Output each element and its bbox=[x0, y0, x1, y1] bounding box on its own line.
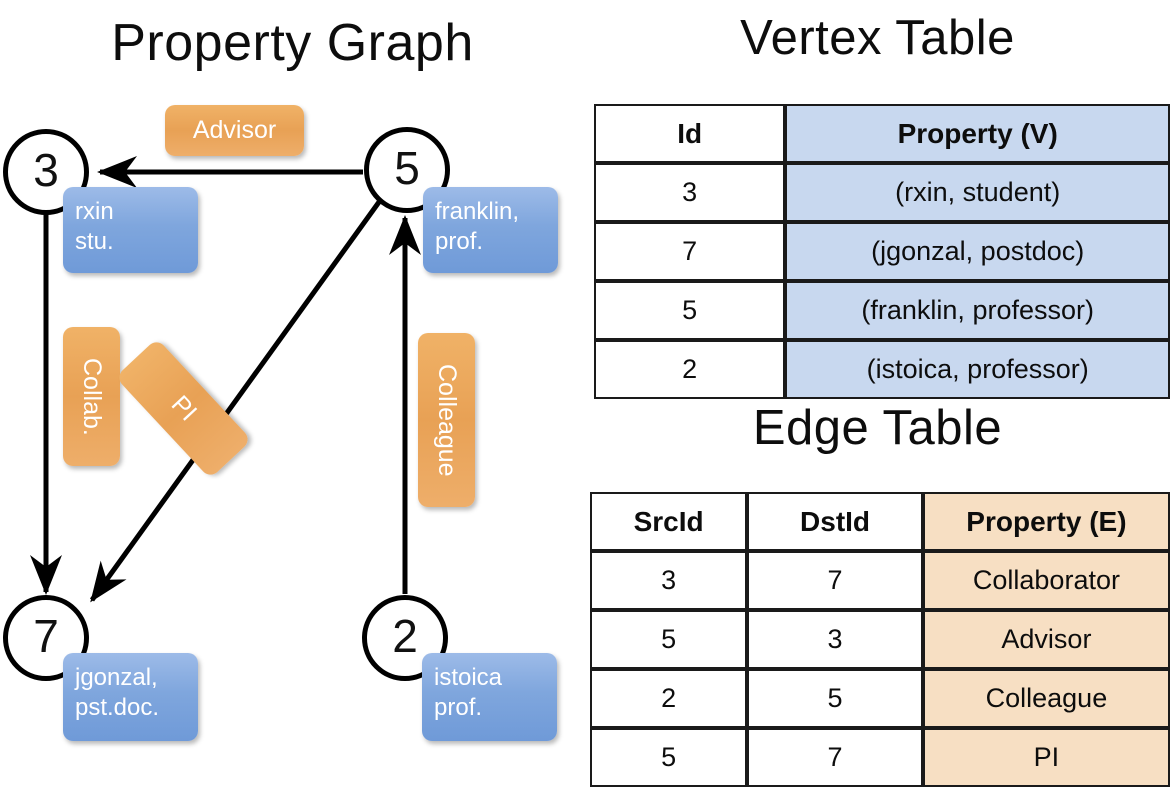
edge-label-collab: Collab. bbox=[63, 327, 120, 466]
edge-table-cell-srcid: 5 bbox=[590, 728, 748, 787]
edge-table-cell-srcid: 3 bbox=[590, 551, 748, 610]
edge-table-cell-property: PI bbox=[922, 728, 1170, 787]
vertex-property-box-2-line2: prof. bbox=[434, 694, 483, 721]
table-row[interactable]: 3 7 Collaborator bbox=[590, 551, 1170, 610]
edge-table-cell-property: Advisor bbox=[922, 610, 1170, 669]
table-row[interactable]: 3 (rxin, student) bbox=[594, 163, 1170, 222]
vertex-property-box-2: istoica prof. bbox=[422, 653, 557, 741]
vertex-property-box-5-line2: prof. bbox=[435, 228, 484, 255]
vertex-table-cell-property: (rxin, student) bbox=[785, 163, 1170, 222]
vertex-property-box-5-line1: franklin, bbox=[435, 198, 520, 225]
edge-table-header-dstid: DstId bbox=[747, 492, 923, 551]
vertex-table-cell-id: 3 bbox=[594, 163, 786, 222]
edge-table-cell-srcid: 5 bbox=[590, 610, 748, 669]
edge-label-pi-text: PI bbox=[165, 389, 203, 427]
vertex-table-cell-id: 7 bbox=[594, 222, 786, 281]
edge-label-colleague-text: Colleague bbox=[433, 363, 461, 477]
table-row[interactable]: 2 (istoica, professor) bbox=[594, 340, 1170, 399]
vertex-table-cell-property: (istoica, professor) bbox=[785, 340, 1170, 399]
page-title-property-graph: Property Graph bbox=[111, 14, 474, 72]
property-graph-diagram: 3 rxin stu. 5 franklin, prof. 7 jgonzal,… bbox=[0, 0, 585, 760]
edge-table-cell-dstid: 3 bbox=[747, 610, 923, 669]
vertex-property-box-2-line1: istoica bbox=[434, 664, 503, 691]
edge-label-advisor: Advisor bbox=[165, 105, 304, 156]
table-row[interactable]: 5 3 Advisor bbox=[590, 610, 1170, 669]
edge-label-advisor-text: Advisor bbox=[192, 116, 277, 144]
vertex-table-cell-id: 2 bbox=[594, 340, 786, 399]
vertex-node-5-label: 5 bbox=[394, 142, 420, 194]
edge-line-pi bbox=[89, 200, 382, 603]
edge-label-colleague: Colleague bbox=[418, 333, 475, 507]
edge-table-cell-dstid: 7 bbox=[747, 728, 923, 787]
vertex-property-box-7-line1: jgonzal, bbox=[75, 664, 158, 691]
vertex-table-cell-property: (franklin, professor) bbox=[785, 281, 1170, 340]
vertex-table-header-id: Id bbox=[594, 104, 786, 163]
vertex-table-cell-id: 5 bbox=[594, 281, 786, 340]
vertex-table: Id Property (V) 3 (rxin, student) 7 (jgo… bbox=[594, 104, 1170, 399]
vertex-property-box-3: rxin stu. bbox=[63, 187, 198, 273]
edge-table-header-row: SrcId DstId Property (E) bbox=[590, 492, 1170, 551]
vertex-property-box-7-line2: pst.doc. bbox=[75, 694, 160, 721]
edge-table: SrcId DstId Property (E) 3 7 Collaborato… bbox=[590, 492, 1170, 787]
table-row[interactable]: 7 (jgonzal, postdoc) bbox=[594, 222, 1170, 281]
vertex-table-cell-property: (jgonzal, postdoc) bbox=[785, 222, 1170, 281]
vertex-table-header-row: Id Property (V) bbox=[594, 104, 1170, 163]
edge-table-cell-property: Collaborator bbox=[922, 551, 1170, 610]
edge-table-cell-srcid: 2 bbox=[590, 669, 748, 728]
table-row[interactable]: 5 7 PI bbox=[590, 728, 1170, 787]
table-row[interactable]: 2 5 Colleague bbox=[590, 669, 1170, 728]
vertex-node-3-label: 3 bbox=[33, 144, 59, 196]
vertex-property-box-5: franklin, prof. bbox=[423, 187, 558, 273]
edge-table-cell-property: Colleague bbox=[922, 669, 1170, 728]
vertex-node-2-label: 2 bbox=[392, 610, 418, 662]
vertex-property-box-7: jgonzal, pst.doc. bbox=[63, 653, 198, 741]
edge-label-collab-text: Collab. bbox=[78, 357, 106, 436]
vertex-table-header-property: Property (V) bbox=[785, 104, 1170, 163]
edge-table-header-property: Property (E) bbox=[922, 492, 1170, 551]
vertex-property-box-3-line2: stu. bbox=[75, 228, 114, 255]
page-title-edge-table: Edge Table bbox=[752, 401, 1003, 455]
edge-table-header-srcid: SrcId bbox=[590, 492, 748, 551]
edge-table-cell-dstid: 5 bbox=[747, 669, 923, 728]
page-title-vertex-table: Vertex Table bbox=[740, 11, 1015, 65]
vertex-property-box-3-line1: rxin bbox=[75, 198, 114, 225]
edge-table-cell-dstid: 7 bbox=[747, 551, 923, 610]
graph-edge-lines bbox=[30, 156, 421, 603]
table-row[interactable]: 5 (franklin, professor) bbox=[594, 281, 1170, 340]
vertex-node-5[interactable]: 5 bbox=[364, 127, 450, 213]
vertex-node-7-label: 7 bbox=[33, 610, 59, 662]
vertex-node-2[interactable]: 2 bbox=[362, 595, 448, 681]
